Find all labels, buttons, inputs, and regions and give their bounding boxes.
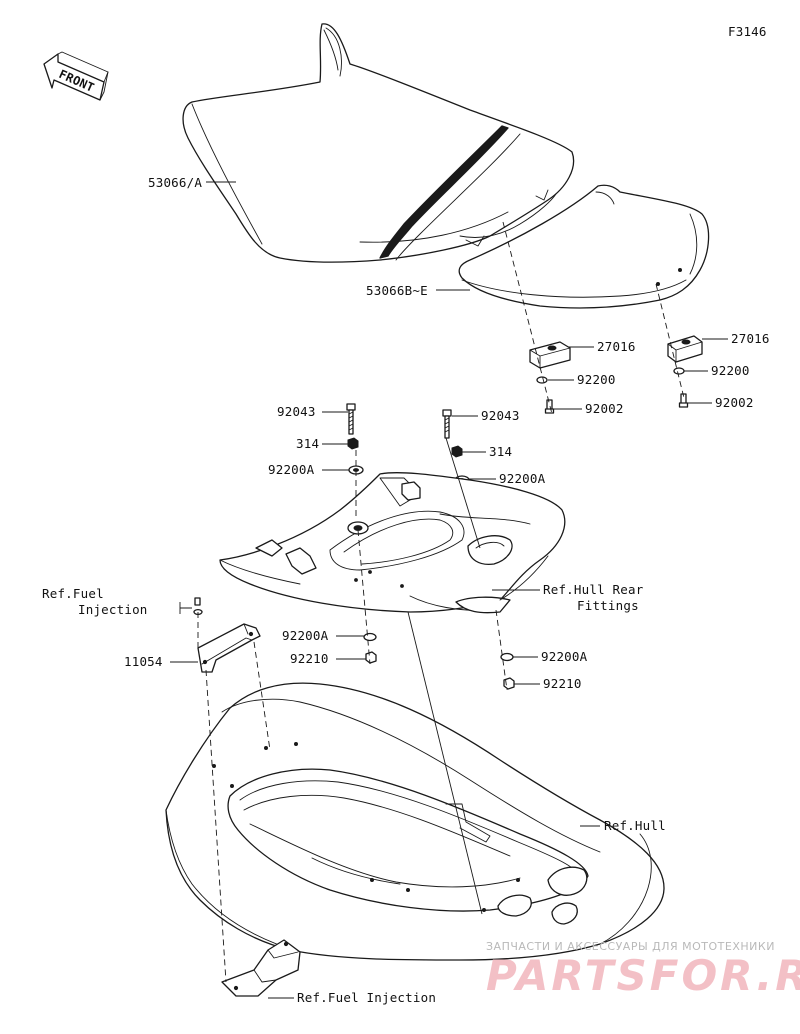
callout-nut-right: 314 xyxy=(489,444,512,459)
stud-right xyxy=(442,409,452,439)
callout-bolt-right: 92002 xyxy=(715,395,754,410)
callout-washer-a-top-right: 92200A xyxy=(499,471,546,486)
washer-a-bottom-right xyxy=(500,652,514,662)
front-seat xyxy=(182,23,575,263)
callout-ref-fuel-bottom: Ref.Fuel Injection xyxy=(297,990,436,1005)
callout-bolt-left: 92002 xyxy=(585,401,624,416)
seat-frame xyxy=(219,472,566,614)
stopper-left xyxy=(529,341,571,369)
nut-bottom-right xyxy=(503,677,515,690)
hull xyxy=(165,682,665,961)
stopper-right xyxy=(667,335,703,363)
callout-washer-a-bottom-right: 92200A xyxy=(541,649,588,664)
stud-left xyxy=(346,403,356,435)
assembly-lines xyxy=(197,221,685,983)
washer-right xyxy=(673,367,685,375)
watermark-brand: PARTSFOR.RU xyxy=(486,951,800,1000)
watermark: ЗАПЧАСТИ И АКСЕССУАРЫ ДЛЯ МОТОТЕХНИКИ PA… xyxy=(486,940,800,1000)
bracket xyxy=(197,623,261,673)
washer-left xyxy=(536,376,548,384)
bolt-right xyxy=(678,393,689,408)
nut-right xyxy=(451,445,463,458)
callout-seat-front: 53066/A xyxy=(148,175,202,190)
rear-seat xyxy=(458,184,710,309)
watermark-tagline: ЗАПЧАСТИ И АКСЕССУАРЫ ДЛЯ МОТОТЕХНИКИ xyxy=(486,940,775,953)
front-arrow-icon: FRONT xyxy=(43,51,109,101)
fuel-screw-left xyxy=(193,597,203,616)
figure-id: F3146 xyxy=(728,24,767,39)
callout-hull-rear-fittings-1: Ref.Hull Rear xyxy=(543,582,644,597)
callout-washer-a-bottom-left: 92200A xyxy=(282,628,329,643)
callout-stud-right: 92043 xyxy=(481,408,520,423)
callout-bracket: 11054 xyxy=(124,654,163,669)
callout-ref-hull: Ref.Hull xyxy=(604,818,666,833)
fuel-injection-bracket xyxy=(221,939,301,997)
callout-ref-fuel-1: Ref.Fuel xyxy=(42,586,104,601)
callout-stopper-right: 27016 xyxy=(731,331,770,346)
callout-nut-bottom-right: 92210 xyxy=(543,676,582,691)
callout-nut-left: 314 xyxy=(296,436,319,451)
callout-washer-a-top-left: 92200A xyxy=(268,462,315,477)
callout-stud-left: 92043 xyxy=(277,404,316,419)
callout-seat-rear: 53066B~E xyxy=(366,283,428,298)
callout-hull-rear-fittings-2: Fittings xyxy=(577,598,639,613)
callout-stopper-left: 27016 xyxy=(597,339,636,354)
callout-washer-left: 92200 xyxy=(577,372,616,387)
bolt-left xyxy=(544,399,555,414)
callout-ref-fuel-2: Injection xyxy=(78,602,148,617)
washer-a-bottom-left xyxy=(363,632,377,642)
callout-nut-bottom-left: 92210 xyxy=(290,651,329,666)
nut-left xyxy=(347,437,359,450)
nut-bottom-left xyxy=(365,651,377,664)
callouts: 53066/A 53066B~E 27016 27016 92200 92200… xyxy=(42,175,770,1005)
callout-washer-right: 92200 xyxy=(711,363,750,378)
leader-lines xyxy=(170,181,728,999)
